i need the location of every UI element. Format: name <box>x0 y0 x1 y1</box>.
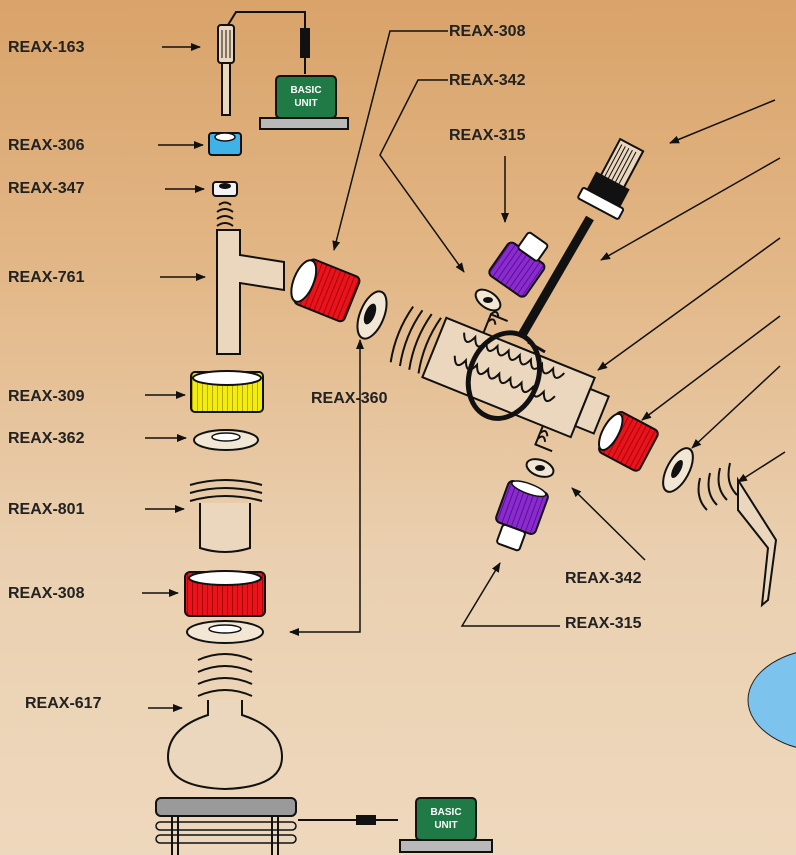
label-reax-308-left: REAX-308 <box>8 585 85 602</box>
ring-342-bottom <box>524 456 556 481</box>
washer-right <box>657 444 699 497</box>
ring-342-top <box>472 285 504 314</box>
small-nut <box>213 182 237 196</box>
label-reax-342-top: REAX-342 <box>449 72 526 89</box>
probe-holder-upper <box>578 134 652 219</box>
basic-unit-bottom-line2: UNIT <box>434 820 457 831</box>
basic-unit-bottom-line1: BASIC <box>430 807 461 818</box>
red-cap-left <box>185 571 265 616</box>
washer-360-mid <box>352 287 393 342</box>
label-reax-308-top: REAX-308 <box>449 23 526 40</box>
label-reax-306: REAX-306 <box>8 137 85 154</box>
label-reax-617: REAX-617 <box>25 695 102 712</box>
basic-unit-top-line1: BASIC <box>290 85 321 96</box>
washer-362 <box>194 430 258 450</box>
basic-unit-top-line2: UNIT <box>294 98 317 109</box>
yellow-cap <box>191 371 263 412</box>
adapter-tube <box>217 203 284 355</box>
blue-cutout-shape <box>748 648 796 752</box>
small-blue-cap <box>209 133 241 155</box>
label-reax-342-bottom: REAX-342 <box>565 570 642 587</box>
label-reax-761: REAX-761 <box>8 269 85 286</box>
label-reax-360: REAX-360 <box>311 390 388 407</box>
elbow-tube <box>699 463 776 605</box>
red-cap-right <box>593 408 660 473</box>
purple-cap-bottom <box>488 477 550 554</box>
reactor-body <box>379 281 622 463</box>
label-reax-801: REAX-801 <box>8 501 85 518</box>
glass-tube <box>190 480 262 552</box>
label-reax-163: REAX-163 <box>8 39 85 56</box>
label-reax-309: REAX-309 <box>8 388 85 405</box>
label-reax-362: REAX-362 <box>8 430 85 447</box>
label-reax-315-bottom: REAX-315 <box>565 615 642 632</box>
heating-plate <box>156 798 398 855</box>
basic-unit-bottom: BASIC UNIT <box>400 798 492 852</box>
basic-unit-top: BASIC UNIT <box>260 76 348 129</box>
washer-360-lower <box>187 621 263 643</box>
label-reax-347: REAX-347 <box>8 180 85 197</box>
label-reax-315-top: REAX-315 <box>449 127 526 144</box>
red-cap-top <box>285 255 360 323</box>
round-flask <box>168 654 282 789</box>
